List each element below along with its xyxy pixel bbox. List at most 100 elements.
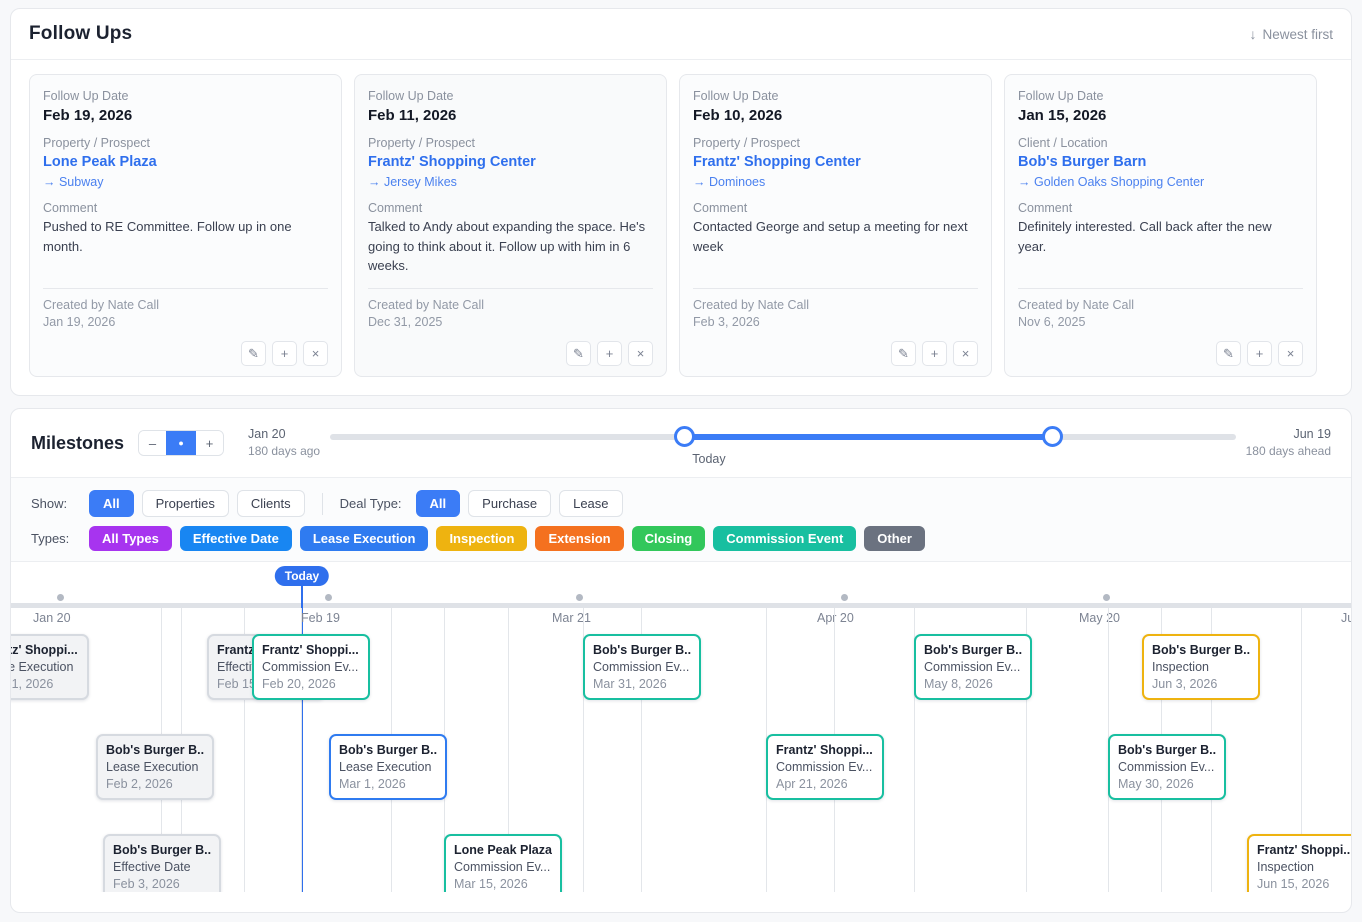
- dealtype-filter-option-all[interactable]: All: [415, 490, 461, 517]
- dealtype-filter-option-lease[interactable]: Lease: [559, 490, 623, 517]
- sort-label: Newest first: [1262, 26, 1333, 42]
- slider-track[interactable]: Today: [330, 423, 1236, 466]
- milestone-card[interactable]: Frantz' Shoppi...Commission Ev...Feb 20,…: [252, 634, 370, 700]
- plus-icon: +: [280, 346, 289, 361]
- close-icon: ×: [636, 346, 645, 361]
- show-filter-option-all[interactable]: All: [89, 490, 134, 517]
- followup-entity-link[interactable]: Bob's Burger Barn: [1018, 154, 1147, 170]
- filter-divider: [321, 492, 323, 515]
- dealtype-filter-label: Deal Type:: [339, 496, 402, 511]
- followup-date-value: Feb 10, 2026: [693, 107, 783, 124]
- pencil-button[interactable]: ✎: [241, 341, 266, 366]
- zoom-out-button[interactable]: –: [139, 431, 167, 455]
- slider-handle-end[interactable]: [1041, 426, 1063, 447]
- sort-toggle[interactable]: ↓ Newest first: [1249, 26, 1333, 42]
- pencil-button[interactable]: ✎: [566, 341, 591, 366]
- followup-entity-link[interactable]: Lone Peak Plaza: [43, 154, 157, 170]
- followup-subentity-link[interactable]: → Subway: [43, 175, 104, 189]
- followup-entity-link[interactable]: Frantz' Shopping Center: [693, 154, 861, 170]
- today-badge: Today: [274, 566, 330, 586]
- type-filter-lease-execution[interactable]: Lease Execution: [299, 526, 429, 551]
- timeline-tick-label: Jun: [1341, 611, 1351, 625]
- close-button[interactable]: ×: [1278, 341, 1303, 366]
- pencil-button[interactable]: ✎: [891, 341, 916, 366]
- milestone-date: Feb 2, 2026: [106, 777, 173, 791]
- type-filter-commission-event[interactable]: Commission Event: [713, 526, 857, 551]
- milestone-name: Bob's Burger B...: [1152, 643, 1250, 657]
- range-end-date: Jun 19: [1293, 427, 1331, 441]
- zoom-control[interactable]: – ● +: [138, 430, 225, 456]
- close-icon: ×: [311, 346, 320, 361]
- show-filter-option-properties[interactable]: Properties: [141, 490, 229, 517]
- milestone-date: Jun 15, 2026: [1257, 877, 1330, 891]
- milestone-name: Frantz' Shoppi...: [262, 643, 359, 657]
- milestone-type: Lease Execution: [339, 760, 432, 774]
- milestone-card[interactable]: Bob's Burger B...Commission Ev...Mar 31,…: [583, 634, 701, 700]
- show-filter-option-clients[interactable]: Clients: [236, 490, 305, 517]
- followup-date-label: Follow Up Date: [1018, 89, 1104, 103]
- followup-created-by: Created by Nate Call: [1018, 298, 1135, 312]
- type-filter-extension[interactable]: Extension: [535, 526, 624, 551]
- followup-subentity-link[interactable]: → Golden Oaks Shopping Center: [1018, 175, 1205, 189]
- milestone-type: Commission Ev...: [454, 860, 551, 874]
- divider: [368, 288, 653, 289]
- milestone-type: Inspection: [1152, 660, 1209, 674]
- followup-entity-link[interactable]: Frantz' Shopping Center: [368, 154, 536, 170]
- followup-created-on: Jan 19, 2026: [43, 315, 116, 329]
- slider-handle-start[interactable]: [674, 426, 696, 447]
- type-filter-effective-date[interactable]: Effective Date: [179, 526, 292, 551]
- plus-button[interactable]: +: [922, 341, 947, 366]
- milestone-card[interactable]: Frantz' Shoppi...Commission Ev...Apr 21,…: [766, 734, 884, 800]
- followup-date-label: Follow Up Date: [43, 89, 129, 103]
- zoom-in-button[interactable]: +: [196, 431, 224, 455]
- type-filter-closing[interactable]: Closing: [631, 526, 706, 551]
- milestone-type: Lease Execution: [11, 660, 74, 674]
- milestone-type: Effective Date: [113, 860, 191, 874]
- milestone-name: Frantz' Shoppi...: [776, 743, 873, 757]
- close-icon: ×: [1286, 346, 1295, 361]
- followup-comment-text: Pushed to RE Committee. Follow up in one…: [43, 219, 292, 254]
- types-filter-label: Types:: [31, 531, 70, 546]
- plus-button[interactable]: +: [1247, 341, 1272, 366]
- close-button[interactable]: ×: [628, 341, 653, 366]
- type-filter-inspection[interactable]: Inspection: [436, 526, 528, 551]
- milestone-card[interactable]: Bob's Burger B...Commission Ev...May 8, …: [914, 634, 1032, 700]
- show-filter-label: Show:: [31, 496, 68, 511]
- plus-button[interactable]: +: [597, 341, 622, 366]
- followup-entity-label: Property / Prospect: [368, 136, 475, 150]
- date-range-slider[interactable]: Jan 20 180 days ago Today Jun 19 180 day…: [238, 423, 1331, 466]
- milestone-date: Mar 15, 2026: [454, 877, 528, 891]
- followup-entity-label: Client / Location: [1018, 136, 1108, 150]
- page-title: Follow Ups: [29, 23, 133, 44]
- plus-button[interactable]: +: [272, 341, 297, 366]
- milestone-card[interactable]: Bob's Burger B...Commission Ev...May 30,…: [1108, 734, 1226, 800]
- followup-created-on: Feb 3, 2026: [693, 315, 760, 329]
- pencil-button[interactable]: ✎: [1216, 341, 1241, 366]
- close-button[interactable]: ×: [303, 341, 328, 366]
- followup-actions: ✎+ ×: [368, 341, 653, 366]
- timeline-tick-label: Apr 20: [817, 611, 854, 625]
- close-button[interactable]: ×: [953, 341, 978, 366]
- dealtype-filter-option-purchase[interactable]: Purchase: [468, 490, 552, 517]
- followup-subentity-link[interactable]: → Jersey Mikes: [368, 175, 457, 189]
- zoom-reset-button[interactable]: ●: [166, 431, 197, 455]
- timeline-gridline: [244, 608, 245, 892]
- slider-track-fill: [685, 434, 1051, 440]
- milestone-card[interactable]: Frantz' Shoppi...Lease ExecutionJan 21, …: [11, 634, 89, 700]
- type-filter-all-types[interactable]: All Types: [89, 526, 172, 551]
- followup-subentity-link[interactable]: → Dominoes: [693, 175, 766, 189]
- type-filter-other[interactable]: Other: [864, 526, 925, 551]
